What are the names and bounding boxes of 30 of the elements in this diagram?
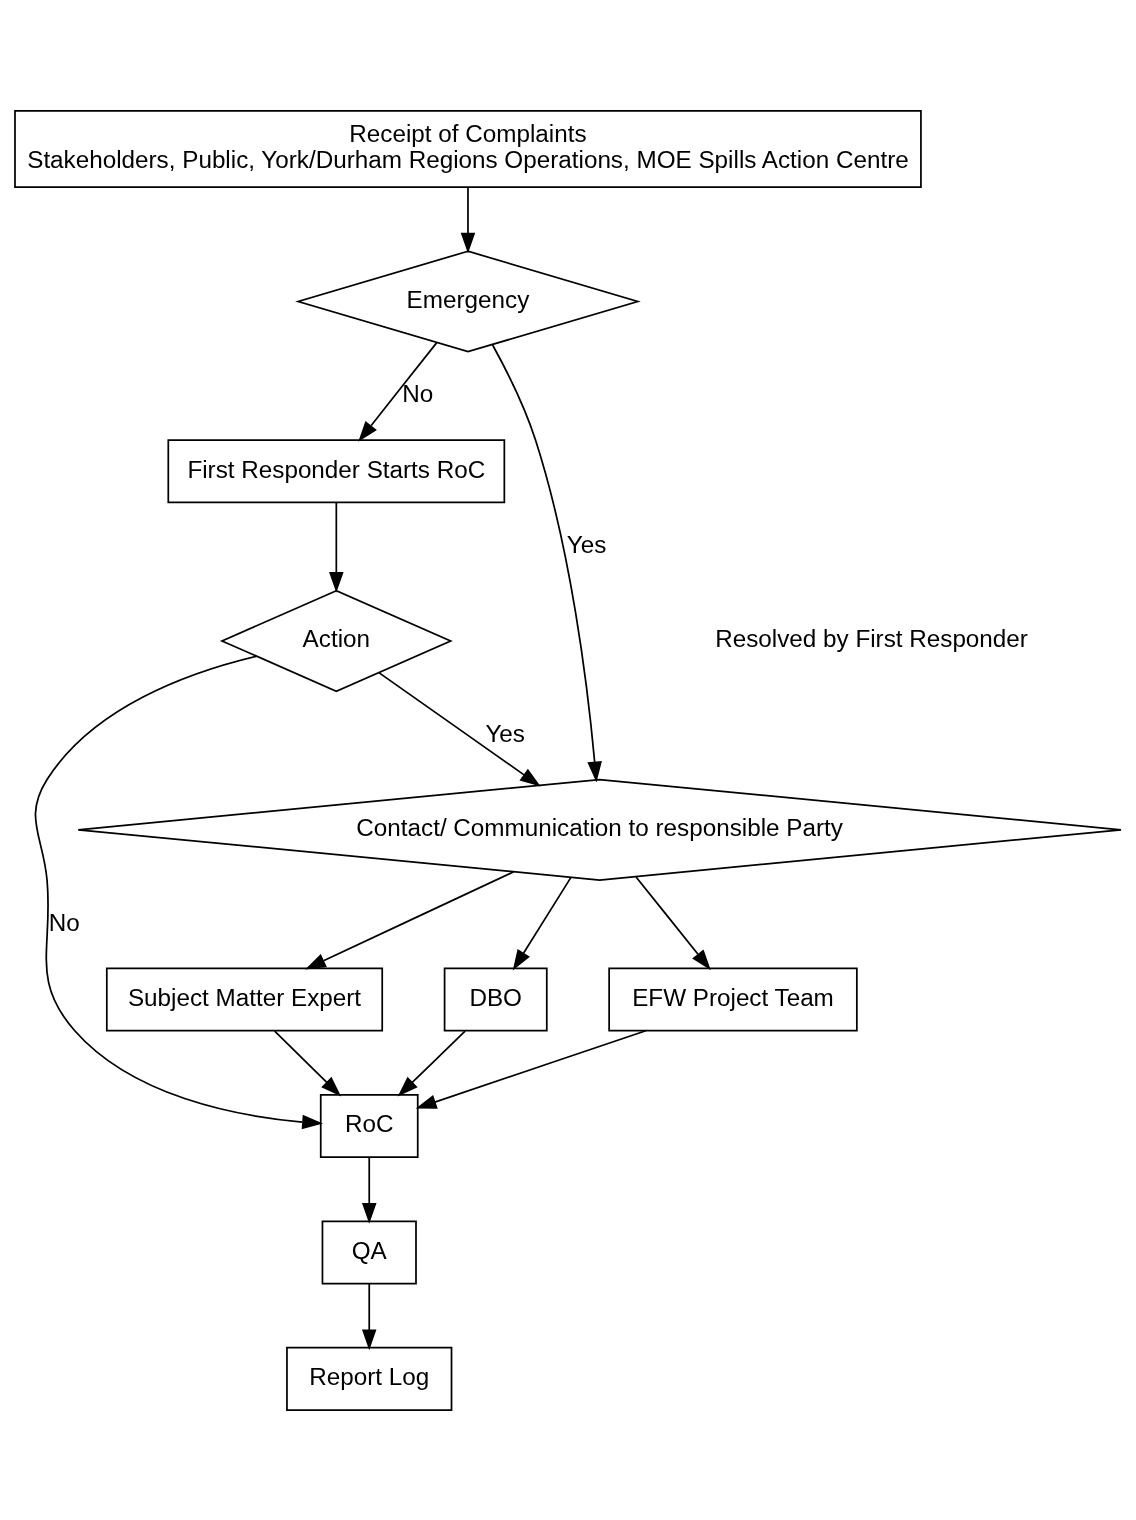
node-diamond: Action	[219, 589, 453, 692]
arrow	[273, 1029, 342, 1097]
node-box: First Responder Starts RoC	[167, 438, 506, 503]
arrow	[378, 671, 541, 787]
node-box: EFW Project Team	[608, 967, 858, 1032]
edge-label: No	[48, 908, 80, 936]
edge-label: Yes	[485, 719, 525, 747]
label: Resolved by First Responder	[715, 624, 1028, 652]
arrow	[512, 876, 572, 971]
node-box: Receipt of Complaints Stakeholders, Public, York/Durham Regions Operations, MOE Spills Action Centre	[14, 109, 922, 188]
arrow	[415, 1029, 647, 1109]
arrow	[361, 1282, 377, 1350]
node-box: Report Log	[286, 1346, 453, 1411]
node-box: RoC	[319, 1093, 419, 1158]
edge-label: No	[402, 379, 434, 407]
arrow	[635, 875, 711, 970]
node-box: QA	[321, 1219, 417, 1284]
arrow	[34, 654, 323, 1129]
arrow	[361, 1156, 377, 1224]
edge-label: Yes	[566, 530, 607, 558]
arrow	[329, 501, 344, 593]
arrow	[491, 343, 602, 782]
arrow	[397, 1029, 466, 1097]
node-diamond: Emergency	[295, 249, 641, 353]
arrow	[305, 870, 515, 969]
node-box: Subject Matter Expert	[105, 967, 384, 1032]
arrow	[358, 341, 438, 442]
node-box: DBO	[443, 967, 548, 1032]
arrow	[460, 186, 476, 254]
node-diamond: Contact/ Communication to responsible Party	[77, 778, 1122, 881]
